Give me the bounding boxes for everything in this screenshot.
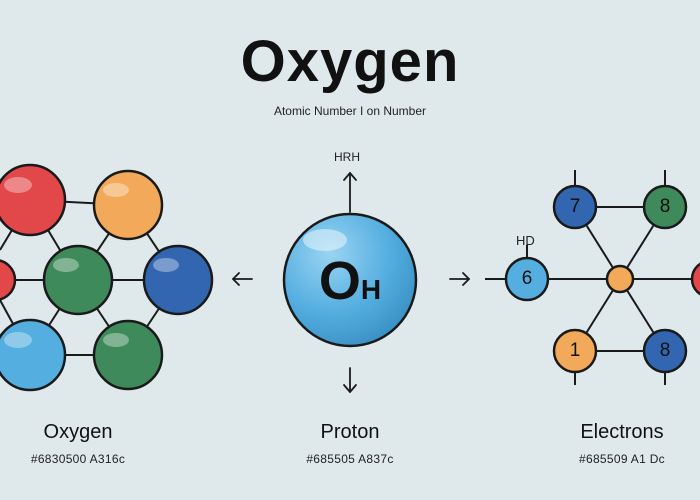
node-7: [552, 184, 598, 230]
node-1: [552, 328, 598, 374]
down-arrow-icon: [343, 367, 357, 393]
light-blue-atom: [0, 318, 67, 392]
node-8-green: [642, 184, 688, 230]
panel-code-center: #685505 A837c: [306, 452, 394, 466]
green-atom: [42, 244, 114, 316]
right-molecule: [485, 170, 700, 385]
up-arrow-icon: [343, 172, 357, 213]
symbol-main: O: [318, 251, 361, 311]
page-subtitle: Atomic Number I on Number: [273, 104, 427, 118]
highlight: [4, 332, 32, 348]
highlight: [303, 229, 347, 251]
red-atom: [0, 163, 67, 237]
element-symbol: OH: [290, 250, 410, 312]
oxygen-sphere: [282, 212, 418, 348]
panel-title-center: Proton: [320, 421, 380, 443]
symbol-sub: H: [360, 274, 382, 305]
green-atom: [92, 319, 164, 391]
highlight: [4, 177, 32, 193]
node-label: 8: [659, 196, 671, 217]
node-label: 1: [569, 340, 581, 361]
highlight: [153, 258, 179, 272]
red-node: [690, 262, 700, 296]
panel-code-left: #6830500 A316c: [30, 452, 126, 466]
panel-code-right: #685509 A1 Dc: [579, 452, 665, 466]
orange-atom: [92, 169, 164, 241]
node-label: 7: [569, 196, 581, 217]
highlight: [53, 258, 79, 272]
center-node: [605, 264, 635, 294]
node-label: 8: [659, 340, 671, 361]
node-label: 6: [521, 268, 533, 289]
left-arrow-icon: [232, 272, 253, 286]
blue-atom: [142, 244, 214, 316]
page-title: Oxygen: [240, 29, 460, 94]
panel-title-left: Oxygen: [43, 421, 113, 443]
node-8-blue: [642, 328, 688, 374]
highlight: [103, 183, 129, 197]
node-6: [504, 256, 550, 302]
right-arrow-icon: [449, 272, 470, 286]
center-top-label: HRH: [334, 150, 360, 164]
right-side-label: HD: [516, 233, 535, 248]
panel-title-right: Electrons: [580, 421, 664, 443]
red-atom: [0, 259, 17, 301]
highlight: [103, 333, 129, 347]
central-atom: [282, 212, 418, 348]
left-molecule: [0, 163, 214, 392]
